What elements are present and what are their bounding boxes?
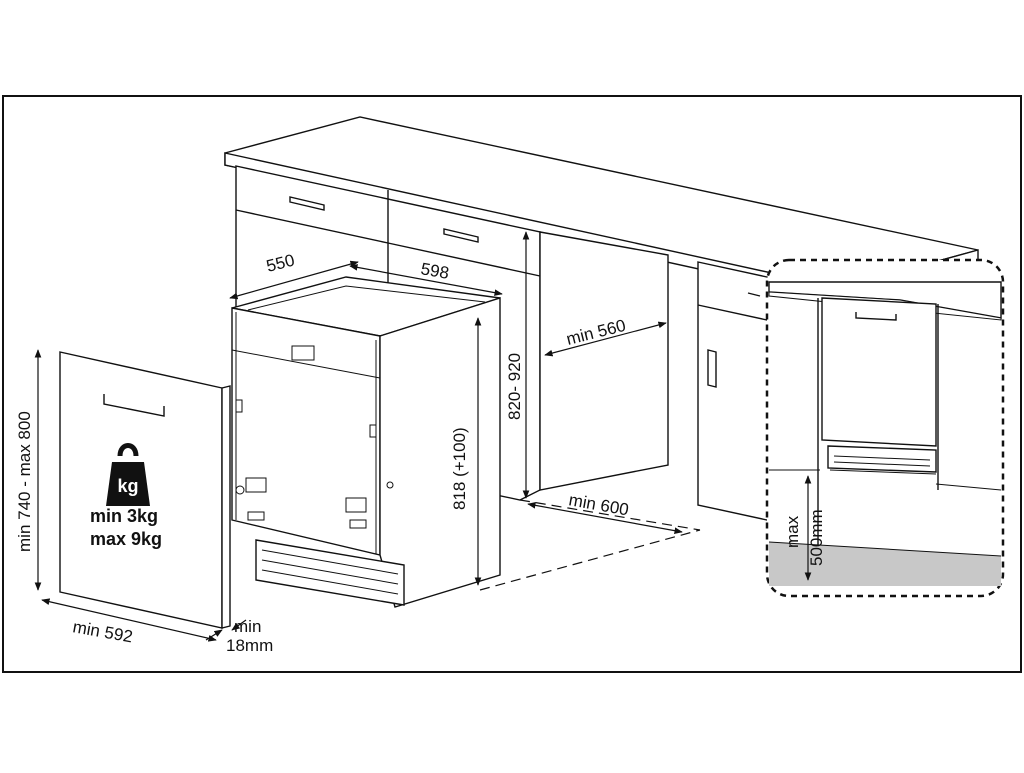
dishwasher-side [231, 307, 381, 556]
panel-thickness-label-1: min [234, 617, 261, 636]
width-label: 598 [419, 259, 450, 283]
inset-dishwasher-door [821, 297, 937, 447]
panel-thickness-label-2: 18mm [226, 636, 273, 655]
opening-side-wall [539, 231, 669, 491]
door-panel-handle [103, 394, 165, 417]
kettlebell-icon: kg [106, 443, 150, 506]
appliance-height-label: 818 (+100) [450, 427, 469, 510]
max-height-label-1: max [783, 515, 802, 548]
drawer-handle-1 [289, 196, 325, 211]
drawer-handle-2 [443, 228, 479, 243]
cabinet-height-label: 820- 920 [505, 353, 524, 420]
weight-max-label: max 9kg [90, 529, 162, 549]
cabinet-door-handle [707, 349, 717, 388]
weight-icon-label: kg [117, 476, 138, 496]
outer-frame [2, 95, 1022, 673]
inset-detail [765, 258, 1005, 598]
min-width-opening-label: min 600 [567, 490, 630, 519]
top-bracket [291, 345, 315, 361]
panel-width-label: min 592 [71, 617, 134, 646]
weight-min-label: min 3kg [90, 506, 158, 526]
max-height-label-2: 500mm [807, 509, 826, 566]
panel-height-label: min 740 - max 800 [15, 411, 34, 552]
dishwasher-front [379, 297, 501, 608]
dimension-lines [34, 231, 683, 642]
door-panel-edge [221, 385, 231, 629]
